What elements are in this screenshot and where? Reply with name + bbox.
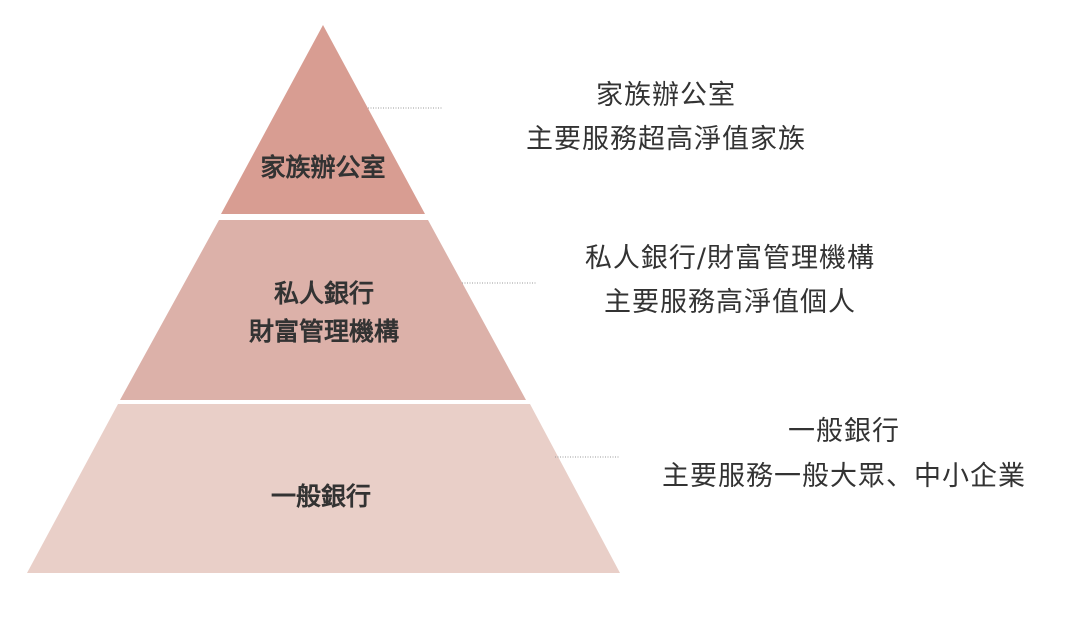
tier-private-bank-label-line-1: 私人銀行 bbox=[274, 279, 374, 308]
tier-private-bank-shape bbox=[120, 220, 526, 400]
description-general-bank: 一般銀行 主要服務一般大眾、中小企業 bbox=[662, 416, 1026, 492]
description-family-office-line-1: 家族辦公室 bbox=[596, 80, 736, 111]
tier-private-bank-label-line-2: 財富管理機構 bbox=[249, 317, 399, 346]
description-private-bank-line-1: 私人銀行/財富管理機構 bbox=[585, 243, 875, 274]
description-family-office-line-2: 主要服務超高淨值家族 bbox=[526, 124, 806, 155]
tier-private-bank: 私人銀行 財富管理機構 bbox=[120, 220, 526, 400]
description-general-bank-line-2: 主要服務一般大眾、中小企業 bbox=[662, 461, 1026, 492]
tier-family-office-label: 家族辦公室 bbox=[260, 153, 385, 182]
tier-general-bank-shape bbox=[27, 404, 620, 573]
tier-general-bank-label: 一般銀行 bbox=[271, 482, 371, 511]
description-private-bank-line-2: 主要服務高淨值個人 bbox=[604, 287, 856, 318]
description-family-office: 家族辦公室 主要服務超高淨值家族 bbox=[526, 80, 806, 155]
tier-family-office-shape bbox=[221, 25, 425, 214]
tier-general-bank: 一般銀行 bbox=[27, 404, 620, 573]
description-private-bank: 私人銀行/財富管理機構 主要服務高淨值個人 bbox=[585, 243, 875, 318]
tier-family-office: 家族辦公室 bbox=[221, 25, 425, 214]
description-general-bank-line-1: 一般銀行 bbox=[788, 416, 900, 447]
